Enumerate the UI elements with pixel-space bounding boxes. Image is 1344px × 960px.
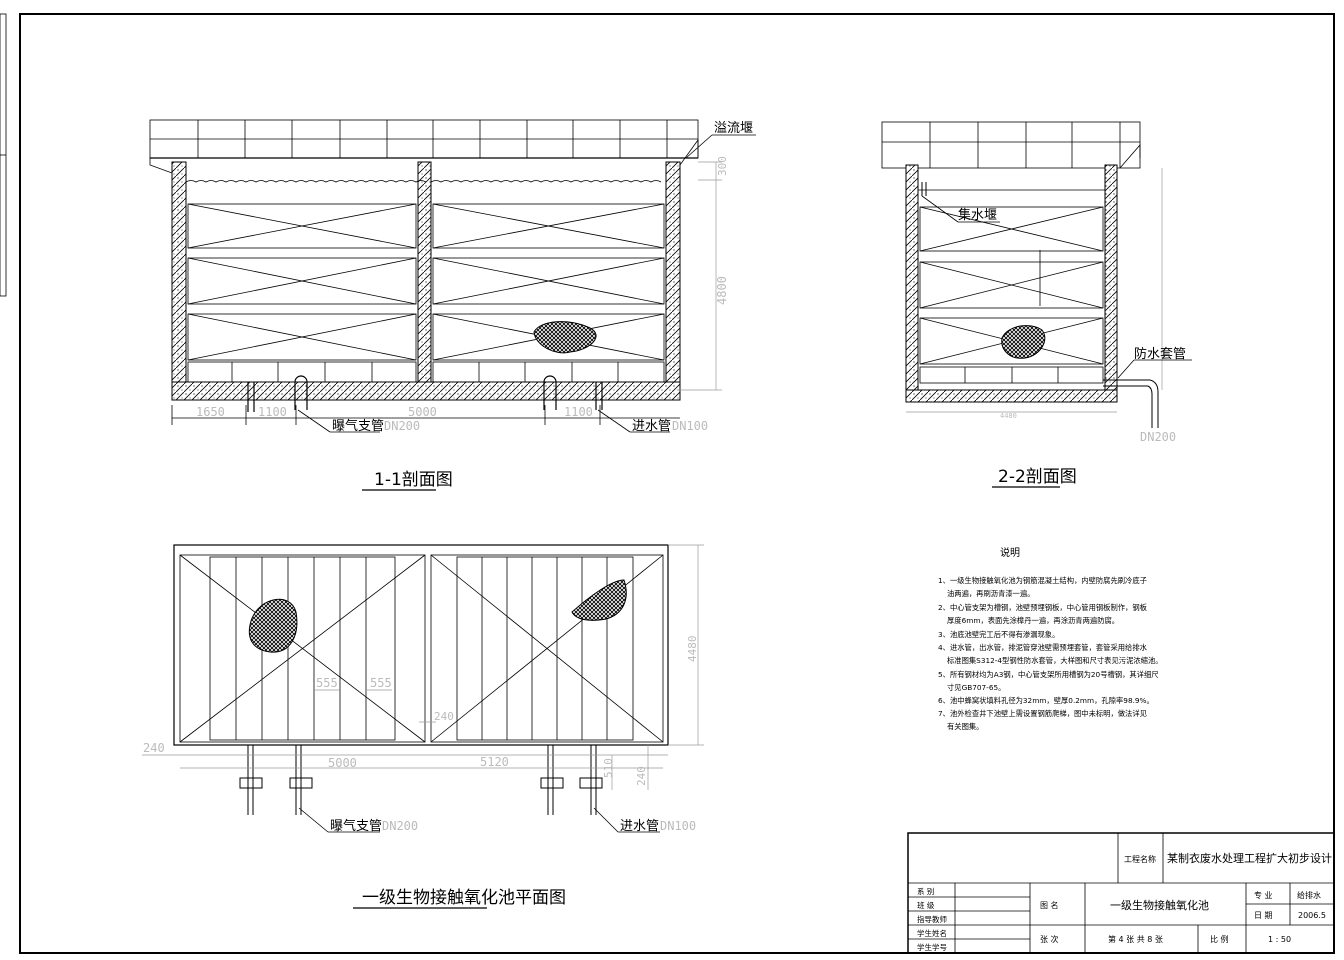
aeration-pipe-label-1: 曝气支管 xyxy=(332,418,384,434)
waterproof-sleeve-label: 防水套管 xyxy=(1134,346,1186,362)
note-line: 5、所有钢材均为A3钢，中心管支架所用槽钢为20号槽钢，其详细尺 xyxy=(938,670,1159,679)
date-label: 日 期 xyxy=(1254,911,1273,920)
dim-5000-plan: 5000 xyxy=(328,756,357,770)
aeration-pipe-dn-1: DN200 xyxy=(384,419,420,433)
note-line: 厚度6mm，表面先涂樟丹一遍，再涂沥青两遍防腐。 xyxy=(947,616,1119,625)
project-name: 某制衣废水处理工程扩大初步设计 xyxy=(1167,851,1332,865)
dim-1650: 1650 xyxy=(196,405,225,419)
note-line: 4、进水管，出水管，排泥管穿池壁需预埋套管，套管采用给排水 xyxy=(938,643,1148,652)
drawing-name: 一级生物接触氧化池 xyxy=(1110,898,1209,912)
project-label: 工程名称 xyxy=(1124,854,1156,864)
sheet-label: 张 次 xyxy=(1040,934,1059,944)
note-line: 寸见GB707-65。 xyxy=(947,683,1005,692)
aeration-pipe-dn-3: DN200 xyxy=(382,819,418,833)
note-line: 2、中心管支架为槽钢，池壁预埋钢板，中心管用钢板制作，钢板 xyxy=(938,603,1148,612)
major-label: 专 业 xyxy=(1254,890,1273,900)
note-line: 7、池外检查井下池壁上需设置钢筋爬梯，图中未标明，做法详见 xyxy=(938,709,1147,718)
section-2-2-title: 2-2剖面图 xyxy=(998,467,1077,487)
row-dept: 系 别 xyxy=(917,886,934,896)
drawing-label: 图 名 xyxy=(1040,900,1059,910)
inlet-pipe-dn-1: DN100 xyxy=(672,419,708,433)
dim-240-c: 240 xyxy=(635,766,648,786)
dim-510: 510 xyxy=(602,758,615,778)
note-line: 有关图集。 xyxy=(947,722,983,731)
dim-300: 300 xyxy=(716,156,729,176)
row-student-name: 学生姓名 xyxy=(917,928,947,938)
scale-value: 1 : 50 xyxy=(1268,935,1291,944)
row-advisor: 指导教师 xyxy=(917,914,947,924)
collect-weir-label: 集水堰 xyxy=(958,207,997,223)
dim-240-a: 240 xyxy=(434,710,454,723)
sheet-value: 第 4 张 共 8 张 xyxy=(1108,934,1163,944)
dim-4480-plan: 4480 xyxy=(686,636,699,663)
note-line: 6、池中蜂窝状填料孔径为32mm，壁厚0.2mm，孔隙率98.9%。 xyxy=(938,696,1154,705)
scale-label: 比 例 xyxy=(1210,934,1229,944)
notes-title: 说明 xyxy=(1000,546,1020,559)
date-value: 2006.5 xyxy=(1298,911,1326,920)
dim-5120: 5120 xyxy=(480,755,509,769)
inlet-pipe-label-1: 进水管 xyxy=(632,419,671,434)
dn200-2-label: DN200 xyxy=(1140,430,1176,444)
dim-1100-a: 1100 xyxy=(258,405,287,419)
row-student-id: 学生学号 xyxy=(917,942,947,952)
dim-4480-s2: 4480 xyxy=(1000,412,1017,420)
section-2-2 xyxy=(881,121,1192,488)
inlet-pipe-label-3: 进水管 xyxy=(620,819,659,834)
note-line: 1、一级生物接触氧化池为钢筋混凝土结构，内壁防腐先刷冷底子 xyxy=(938,576,1147,585)
note-line: 标准图集S312-4型钢性防水套管，大样图和尺寸表见污泥浓缩池。 xyxy=(947,656,1163,665)
title-block xyxy=(907,832,1335,954)
note-line: 油两遍，再刷沥青漆一遍。 xyxy=(947,589,1035,598)
dim-1100-b: 1100 xyxy=(564,405,593,419)
plan-title: 一级生物接触氧化池平面图 xyxy=(362,888,566,908)
note-line: 3、池底池壁完工后不得有渗漏现象。 xyxy=(938,630,1059,639)
plan-view xyxy=(142,544,704,909)
inlet-pipe-dn-3: DN100 xyxy=(660,819,696,833)
aeration-pipe-label-3: 曝气支管 xyxy=(330,818,382,834)
row-class: 班 级 xyxy=(917,900,935,910)
major-value: 给排水 xyxy=(1297,890,1321,900)
dim-555-b: 555 xyxy=(370,676,392,690)
overflow-weir-label: 溢流堰 xyxy=(714,121,753,136)
dim-240-b: 240 xyxy=(143,741,165,755)
dim-555-a: 555 xyxy=(316,676,338,690)
dim-4800: 4800 xyxy=(715,276,729,305)
dim-5000: 5000 xyxy=(408,405,437,419)
sheet-border xyxy=(19,13,1335,954)
section-1-1-title: 1-1剖面图 xyxy=(374,470,453,490)
section-1-1 xyxy=(149,119,756,491)
notes-list: 1、一级生物接触氧化池为钢筋混凝土结构，内壁防腐先刷冷底子 油两遍，再刷沥青漆一… xyxy=(938,576,1163,731)
